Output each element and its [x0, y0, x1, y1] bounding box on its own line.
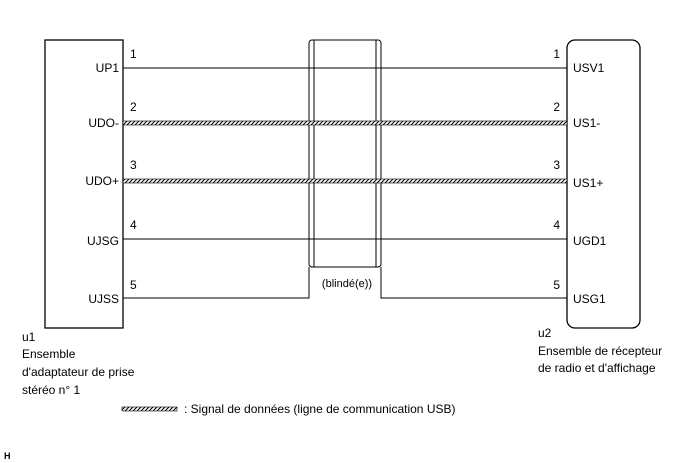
right-pin-number: 2 [553, 100, 560, 114]
right-component-description: Ensemble de récepteur [538, 344, 662, 358]
left-pin-name: UJSS [88, 292, 119, 306]
left-pin-number: 1 [130, 47, 137, 61]
left-pin-name: UJSG [87, 234, 119, 248]
left-component-id: u1 [22, 330, 36, 344]
left-pin-name: UDO- [88, 116, 119, 130]
right-pin-number: 1 [553, 47, 560, 61]
wire-5-shield-right [380, 267, 567, 299]
right-pin-name: US1- [573, 116, 600, 130]
legend-text: : Signal de données (ligne de communicat… [184, 402, 456, 416]
right-component-box [566, 39, 641, 329]
wire-5-shield [123, 267, 310, 299]
right-pin-number: 4 [553, 218, 560, 232]
left-component-box [44, 39, 124, 329]
left-component-description: stéréo n° 1 [22, 383, 80, 397]
left-component-description: d'adaptateur de prise [22, 365, 135, 379]
right-pin-number: 5 [553, 278, 560, 292]
right-pin-name: USG1 [573, 292, 606, 306]
left-component-description: Ensemble [22, 347, 76, 361]
left-pin-number: 4 [130, 218, 137, 232]
wire-3-usb-data [122, 178, 568, 184]
corner-mark: H [4, 451, 11, 461]
right-pin-name: US1+ [573, 176, 603, 190]
legend-swatch [121, 406, 178, 412]
right-pin-name: UGD1 [573, 234, 607, 248]
left-pin-number: 2 [130, 100, 137, 114]
left-pin-number: 3 [130, 158, 137, 172]
wire-2-usb-data [122, 120, 568, 126]
left-pin-name: UDO+ [85, 174, 119, 188]
right-component-id: u2 [538, 326, 552, 340]
right-component-description: de radio et d'affichage [538, 361, 656, 375]
left-pin-name: UP1 [96, 61, 120, 75]
right-pin-number: 3 [553, 158, 560, 172]
shield-label: (blindé(e)) [322, 278, 372, 290]
shield-tube [308, 39, 382, 268]
right-pin-name: USV1 [573, 61, 605, 75]
left-pin-number: 5 [130, 278, 137, 292]
